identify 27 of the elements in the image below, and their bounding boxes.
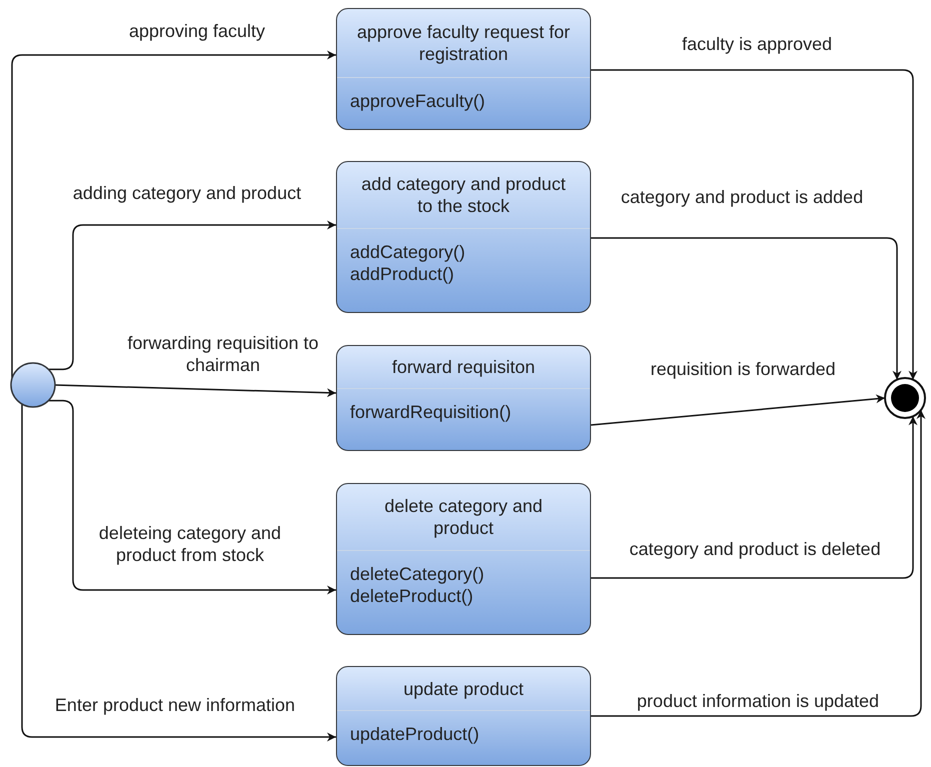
state-name: approve faculty request for registration [356, 21, 572, 65]
state-box [336, 345, 591, 451]
transition-arrow [21, 404, 336, 742]
transition-arrow [591, 69, 918, 380]
transition-arrow [54, 384, 336, 398]
transition-arrow [590, 394, 886, 426]
state-name: add category and product to the stock [360, 173, 567, 217]
state-box [336, 8, 591, 130]
state-actions: updateProduct() [350, 723, 480, 745]
state-box [336, 161, 591, 313]
transition-arrow [48, 220, 336, 370]
transition-arrow [591, 237, 902, 380]
final-state [883, 376, 927, 420]
state-name: delete category and product [383, 495, 544, 539]
transition-arrow [591, 410, 926, 717]
transition-arrow [591, 416, 918, 579]
state-actions: addCategory() addProduct() [350, 241, 466, 285]
transition-arrow [48, 400, 336, 594]
state-name: forward requisiton [392, 356, 536, 378]
transition-arrow [11, 50, 336, 378]
state-box [336, 666, 591, 766]
state-actions: approveFaculty() [350, 90, 486, 112]
state-actions: forwardRequisition() [350, 401, 512, 423]
initial-state [9, 361, 57, 409]
state-actions: deleteCategory() deleteProduct() [350, 563, 486, 607]
state-box [336, 483, 591, 635]
state-name: update product [403, 678, 524, 700]
